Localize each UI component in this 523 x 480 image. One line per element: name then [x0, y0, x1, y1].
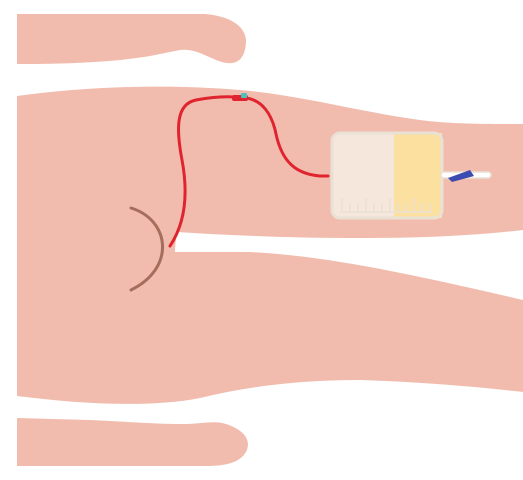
upper-hand-icon	[17, 14, 246, 64]
lower-hand-icon	[17, 418, 248, 466]
body-icon	[17, 87, 523, 404]
urine-drainage-bag-icon	[332, 133, 442, 218]
